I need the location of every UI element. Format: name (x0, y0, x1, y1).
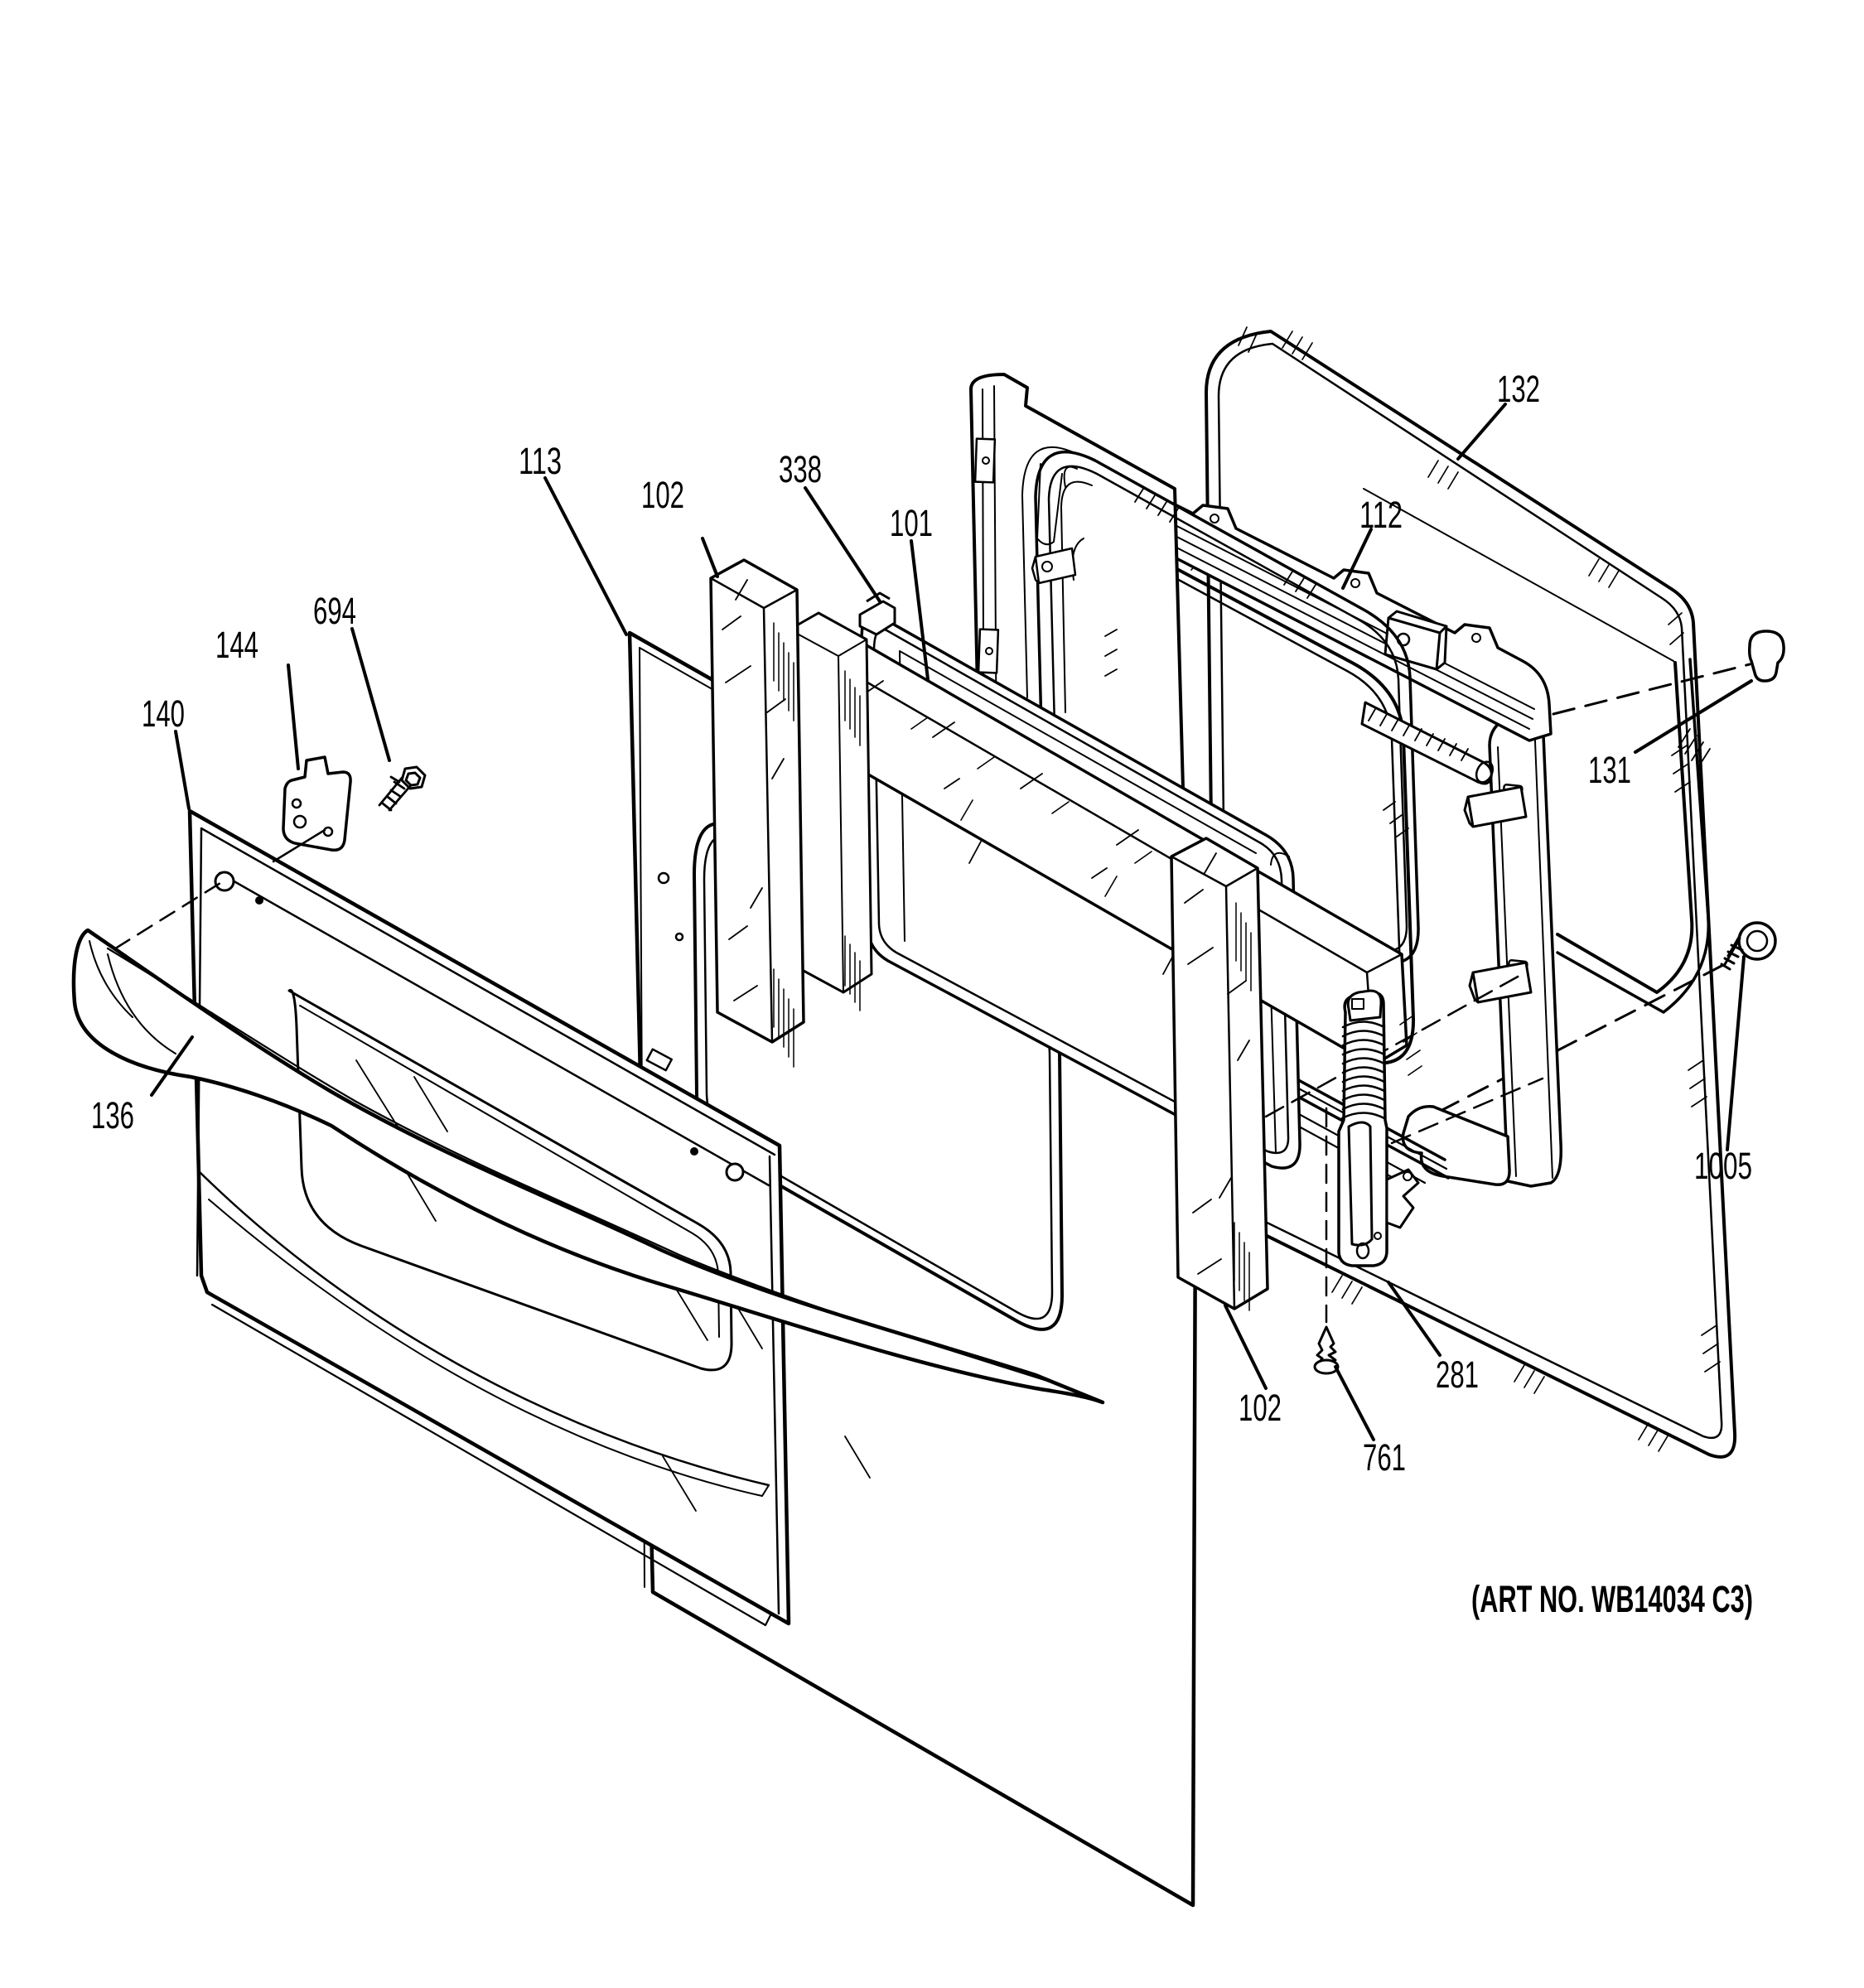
svg-text:131: 131 (1588, 749, 1631, 791)
svg-text:101: 101 (890, 502, 933, 544)
svg-text:102: 102 (641, 474, 684, 516)
svg-text:281: 281 (1436, 1353, 1479, 1396)
svg-text:338: 338 (779, 448, 822, 490)
svg-text:761: 761 (1363, 1436, 1406, 1479)
svg-text:132: 132 (1497, 368, 1540, 410)
svg-text:144: 144 (215, 624, 258, 666)
svg-text:102: 102 (1239, 1387, 1282, 1429)
svg-text:113: 113 (519, 440, 562, 482)
svg-text:112: 112 (1359, 494, 1403, 536)
svg-text:694: 694 (313, 590, 356, 632)
svg-text:1005: 1005 (1694, 1145, 1752, 1187)
svg-text:(ART NO. WB14034 C3): (ART NO. WB14034 C3) (1471, 1578, 1753, 1620)
svg-text:140: 140 (142, 692, 185, 735)
svg-text:136: 136 (91, 1094, 134, 1136)
